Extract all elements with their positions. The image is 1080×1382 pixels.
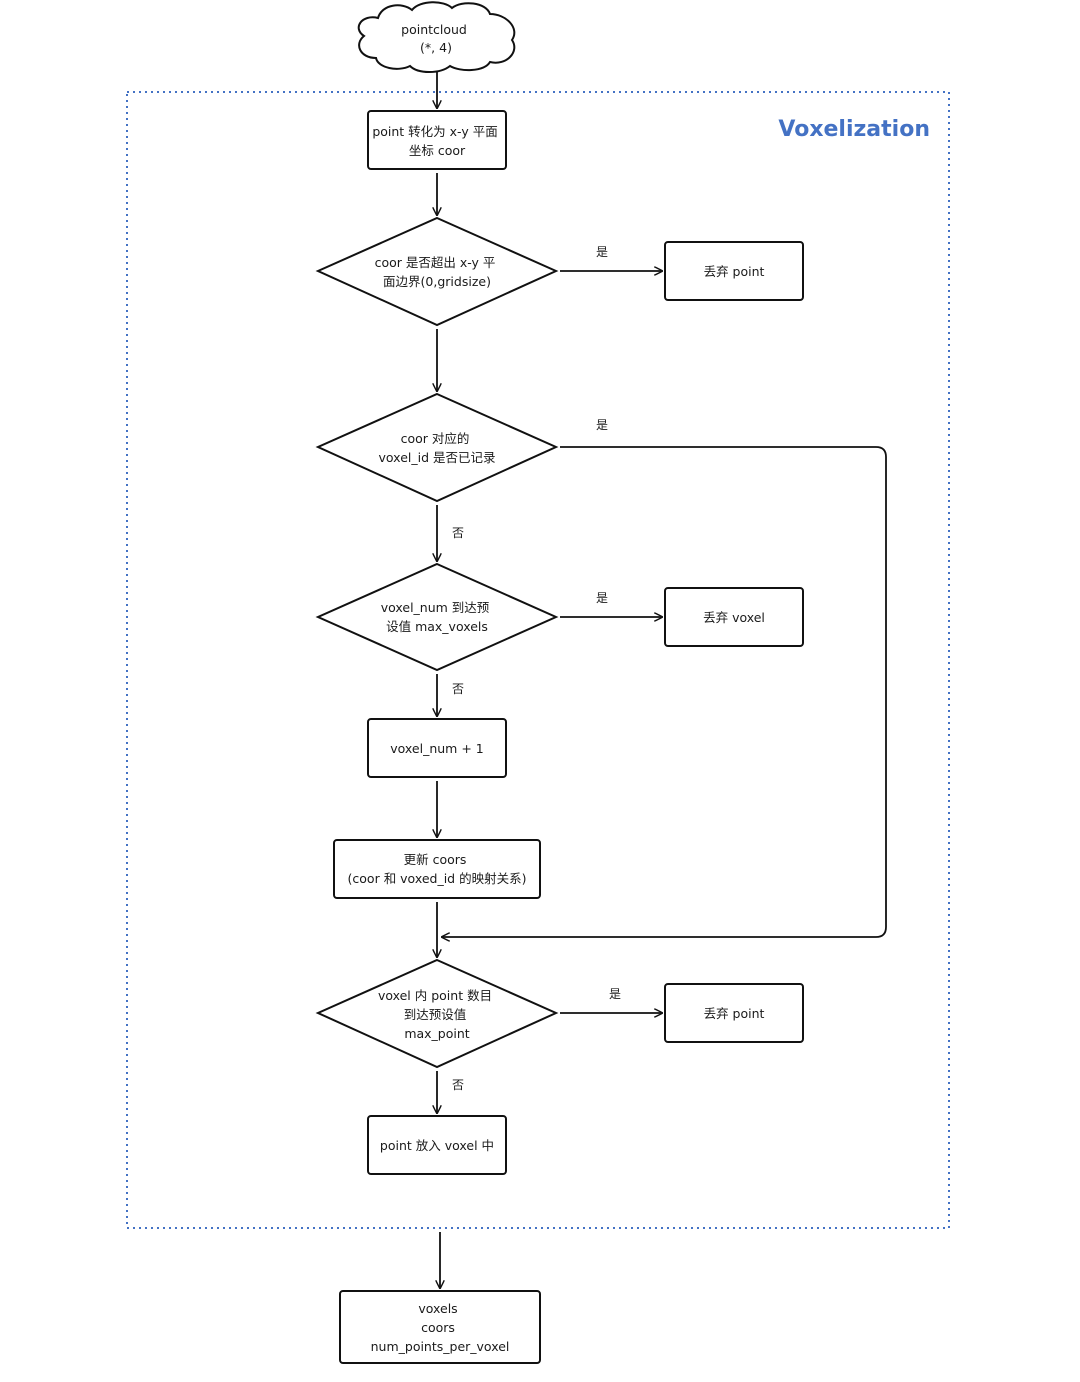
voxel-recorded-text: coor 对应的 voxel_id 是否已记录 [379, 431, 496, 465]
put-point-node [367, 1115, 507, 1175]
discard-point-text-2: 丢弃 point [704, 1006, 765, 1021]
discard-point-node-1 [664, 241, 804, 301]
update-coors-node [333, 839, 541, 899]
voxelization-container [126, 91, 950, 1229]
bounds-check-decision [315, 216, 559, 327]
start-node-text: pointcloud (*, 4) [401, 22, 471, 55]
discard-voxel-text: 丢弃 voxel [703, 610, 765, 625]
voxel-num-text: voxel_num 到达预 设值 max_voxels [381, 600, 494, 634]
increment-text: voxel_num + 1 [390, 741, 483, 756]
discard-voxel-node [664, 587, 804, 647]
output-node [339, 1290, 541, 1364]
voxel-num-decision [315, 562, 559, 672]
voxel-recorded-decision [315, 392, 559, 503]
container-title: Voxelization [778, 117, 930, 142]
edge-label-yes-2: 是 [596, 418, 608, 432]
bounds-check-text: coor 是否超出 x-y 平 面边界(0,gridsize) [375, 255, 500, 289]
convert-node-text: point 转化为 x-y 平面 坐标 coor [372, 124, 501, 158]
increment-node [367, 718, 507, 778]
discard-point-node-2 [664, 983, 804, 1043]
edge-label-no-3: 否 [452, 1078, 464, 1092]
output-text: voxels coors num_points_per_voxel [371, 1301, 510, 1354]
edge-recorded-loop [442, 446, 887, 937]
edge-label-yes-1: 是 [596, 245, 608, 259]
max-point-decision [315, 958, 559, 1069]
edge-label-yes-4: 是 [609, 987, 621, 1001]
convert-node [367, 110, 507, 170]
start-cloud [357, 1, 516, 73]
max-point-text: voxel 内 point 数目 到达预设值 max_point [378, 988, 496, 1041]
edge-label-no-2: 否 [452, 682, 464, 696]
edge-label-yes-3: 是 [596, 591, 608, 605]
update-coors-text: 更新 coors (coor 和 voxed_id 的映射关系) [348, 852, 527, 886]
edge-label-no-1: 否 [452, 526, 464, 540]
put-point-text: point 放入 voxel 中 [380, 1138, 494, 1153]
discard-point-text-1: 丢弃 point [704, 264, 765, 279]
